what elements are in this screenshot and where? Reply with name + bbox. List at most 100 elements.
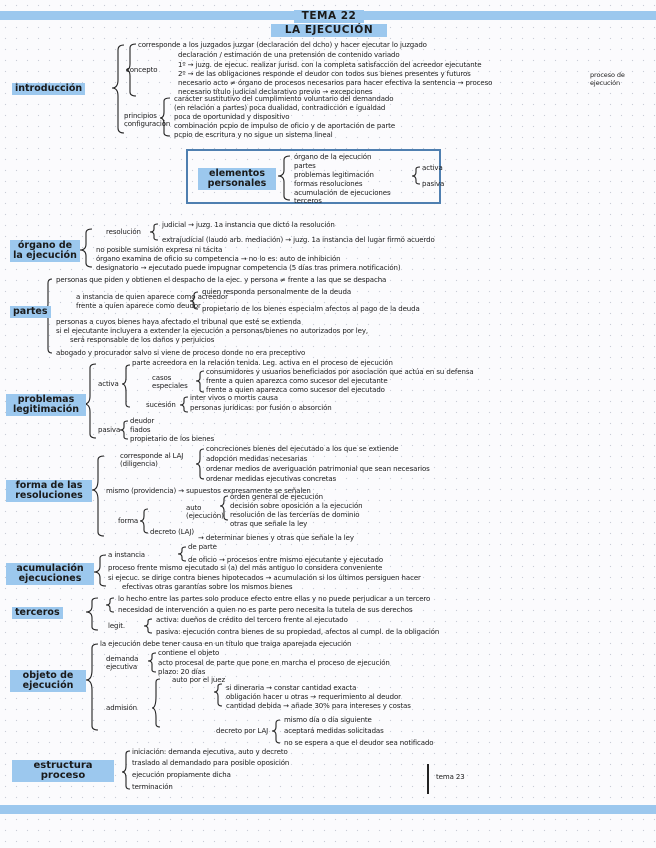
principio-5: pcpio de escritura y no sigue un sistema… [174, 131, 333, 139]
partes-right-2: propietario de los bienes especialm afec… [202, 305, 420, 313]
organo-line-1: no posible sumisión expresa ni tácita [96, 246, 223, 254]
partes-line-3: si el ejecutante incluyera a extender la… [56, 327, 369, 335]
estructura-label: estructura proceso [12, 760, 114, 782]
partes-instancia-1: a instancia de quien aparece como acreed… [76, 293, 228, 301]
problemas-label: problemas legitimación [6, 394, 86, 416]
terceros-1: lo hecho entre las partes solo produce e… [118, 595, 431, 603]
principio-4: combinación pcpio de impulso de oficio y… [174, 122, 396, 130]
resolucion-label: resolución [106, 228, 141, 236]
caso-1: consumidores y usuarios beneficiados por… [206, 368, 474, 376]
organo-line-2: órgano examina de oficio su competencia … [96, 255, 341, 263]
terceros-label: terceros [12, 607, 63, 619]
legit-pasiva: pasiva [422, 180, 445, 188]
decreto-laj-3: no se espera a que el deudor sea notific… [284, 739, 434, 747]
elementos-personales-label: elementos personales [198, 168, 276, 190]
auto-2: decisión sobre oposición a la ejecución [230, 502, 363, 510]
concepto-line-4: 2º → de las obligaciones responde el deu… [178, 70, 471, 78]
partes-label: partes [10, 306, 51, 318]
concepto-line-2: declaración / estimación de una pretensi… [178, 51, 400, 59]
principio-1: carácter sustitutivo del cumplimiento vo… [174, 95, 394, 103]
decreto-laj-1: mismo día o día siguiente [284, 716, 372, 724]
forma-label: forma de las resoluciones [6, 480, 92, 502]
estructura-4: terminación [132, 783, 173, 791]
sucesion-1: inter vivos o mortis causa [190, 394, 278, 402]
auto-1: orden general de ejecución [230, 493, 324, 501]
concepto-line-3: 1º → juzg. de ejecuc. realizar jurisd. c… [178, 61, 482, 69]
auto-juez: auto por el juez [172, 676, 226, 684]
concepto-line-1: corresponde a los juzgados juzgar (decla… [138, 41, 427, 49]
mismo-line: mismo (providencia) → supuestos expresam… [106, 487, 311, 495]
corresponde-2: adopción medidas necesarias [206, 455, 308, 463]
organo-line-3: designatorio → ejecutado puede impugnar … [96, 264, 401, 272]
corresponde-label: corresponde al LAJ (diligencia) [120, 452, 184, 468]
demanda-1: contiene el objeto [158, 649, 220, 657]
instancia-label: a instancia [108, 551, 145, 559]
elemento-terceros: terceros [294, 197, 322, 205]
pasiva-1: deudor [130, 417, 155, 425]
legit-activa: activa [422, 164, 443, 172]
admision-label: admisión [106, 704, 138, 712]
estructura-1: iniciación: demanda ejecutiva, auto y de… [132, 748, 288, 756]
pasiva-2: fiados [130, 426, 151, 434]
page-title: TEMA 22 [294, 10, 364, 23]
objeto-top-line: la ejecución debe tener causa en un títu… [100, 640, 352, 648]
pasiva-label: pasiva [98, 426, 121, 434]
decreto-line: → determinar bienes y otras que señale l… [198, 534, 354, 542]
decreto-label: decreto (LAJ) [150, 528, 194, 536]
objeto-label: objeto de ejecución [10, 670, 86, 692]
partes-right-1: quien responda personalmente de la deuda [202, 288, 352, 296]
corresponde-3: ordenar medios de averiguación patrimoni… [206, 465, 430, 473]
demanda-label: demanda ejecutiva [106, 655, 139, 671]
concepto-line-5: necesario acto ≠ órgano de procesos nece… [178, 79, 493, 87]
elemento-organo: órgano de la ejecución [294, 153, 372, 161]
concepto-label: concepto [126, 66, 158, 74]
auto-juez-1: si dineraria → constar cantidad exacta [226, 684, 357, 692]
sucesion-label: sucesión [146, 401, 176, 409]
acumulacion-label: acumulación ejecuciones [6, 563, 94, 585]
partes-instancia-2: frente a quien aparece como deudor [76, 302, 201, 310]
organo-label: órgano de la ejecución [10, 240, 80, 262]
legit-activa-line: activa: dueños de crédito del tercero fr… [156, 616, 348, 624]
problemas-top-line: parte acreedora en la relación tenida. L… [132, 359, 393, 367]
demanda-2: acto procesal de parte que pone en march… [158, 659, 390, 667]
forma-sub-label: forma [118, 517, 139, 525]
acumulacion-2: si ejecuc. se dirige contra bienes hipot… [108, 574, 421, 582]
auto-label: auto (ejecución) [186, 504, 224, 520]
estructura-3: ejecución propiamente dicha [132, 771, 231, 779]
decreto-laj-label: decreto por LAJ [216, 727, 269, 735]
corresponde-1: concreciones bienes del ejecutado a los … [206, 445, 399, 453]
instancia-2: de oficio → procesos entre mismo ejecuta… [188, 556, 384, 564]
casos-especiales-label: casos especiales [152, 374, 188, 390]
elemento-problemas: problemas legitimación [294, 171, 374, 179]
elementos-box [186, 149, 441, 204]
partes-line-1: personas que piden y obtienen el despach… [56, 276, 387, 284]
partes-line-2: personas a cuyos bienes haya afectado el… [56, 318, 301, 326]
concepto-line-6: necesario título judicial declarativo pr… [178, 88, 373, 96]
sucesion-2: personas jurídicas: por fusión o absorci… [190, 404, 332, 412]
decreto-laj-2: aceptará medidas solicitadas [284, 727, 384, 735]
instancia-1: de parte [188, 543, 217, 551]
introduccion-label: introducción [12, 83, 86, 95]
legit-label: legit. [108, 622, 126, 630]
page-subtitle: LA EJECUCIÓN [271, 24, 387, 37]
caso-2: frente a quien aparezca como sucesor del… [206, 377, 388, 385]
resolucion-line-2: extrajudicial (laudo arb. mediación) → j… [162, 236, 435, 244]
estructura-2: traslado al demandado para posible oposi… [132, 759, 290, 767]
tema-23-note: tema 23 [436, 773, 465, 781]
pasiva-3: propietario de los bienes [130, 435, 215, 443]
concepto-side-note: proceso de ejecución [590, 71, 625, 87]
bottom-band [0, 805, 656, 814]
auto-juez-2: obligación hacer u otras → requerimiento… [226, 693, 401, 701]
partes-line-4: será responsable de los daños y perjuici… [70, 336, 215, 344]
elemento-acumulacion: acumulación de ejecuciones [294, 189, 391, 197]
activa-label: activa [98, 380, 119, 388]
auto-4: otras que señale la ley [230, 520, 308, 528]
acumulacion-3: efectivas otras garantías sobre los mism… [122, 583, 293, 591]
principios-label: principios configuración [124, 112, 171, 128]
legit-pasiva-line: pasiva: ejecución contra bienes de su pr… [156, 628, 440, 636]
principio-3: poca de oportunidad y dispositivo [174, 113, 290, 121]
demanda-3: plazo: 20 días [158, 668, 206, 676]
elemento-formas: formas resoluciones [294, 180, 363, 188]
acumulacion-1: proceso frente mismo ejecutado si (a) de… [108, 564, 383, 572]
partes-line-5: abogado y procurador salvo si viene de p… [56, 349, 306, 357]
